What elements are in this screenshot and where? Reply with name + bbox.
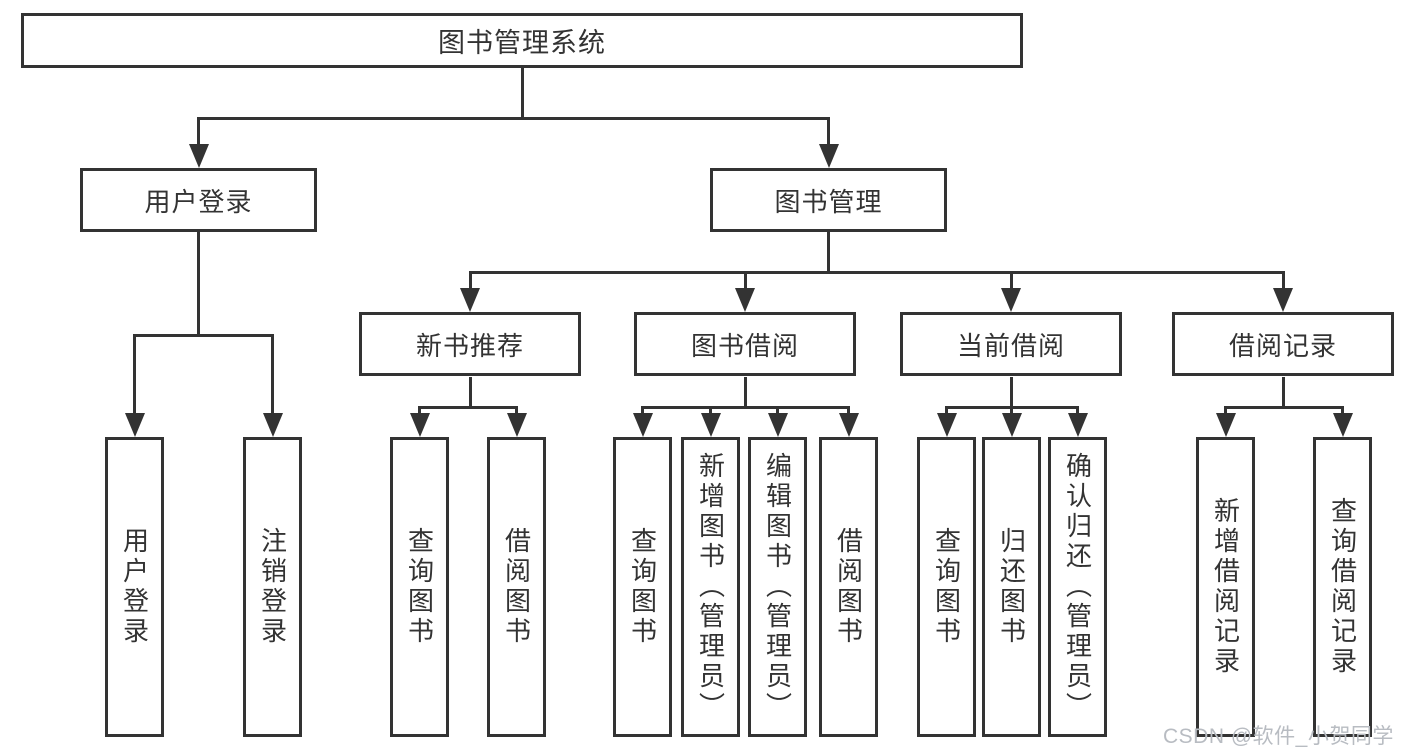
connector-leaf-login-stub	[133, 334, 136, 418]
node-new-book-recommend: 新书推荐	[359, 312, 581, 376]
connector-bb-stub-4	[847, 406, 850, 419]
connector-bb-rail	[641, 406, 850, 409]
connector-bb-stub-1	[641, 406, 644, 419]
leaf-borrow-book-2-label: 借阅图书	[833, 527, 864, 647]
connector-br-stem	[1281, 377, 1285, 408]
arrowhead-br-query	[1332, 413, 1353, 437]
connector-cb-stub-1	[945, 406, 948, 419]
arrowhead-bb-edit	[767, 413, 788, 437]
connector-book-mgmt-stem	[827, 232, 830, 274]
leaf-confirm-return-admin-label: 确认归还（管理员）	[1062, 452, 1093, 722]
connector-cb-stem	[1009, 377, 1013, 408]
connector-book-mgmt-stub	[827, 117, 830, 150]
connector-br-rail	[1224, 406, 1344, 409]
leaf-return-book: 归还图书	[982, 437, 1041, 737]
leaf-edit-book-admin-label: 编辑图书（管理员）	[762, 452, 793, 722]
arrowhead-br-add	[1215, 413, 1236, 437]
arrowhead-nb-query	[409, 413, 430, 437]
connector-bb-stem	[743, 377, 747, 408]
leaf-confirm-return-admin: 确认归还（管理员）	[1048, 437, 1107, 737]
arrowhead-cb-query	[936, 413, 957, 437]
leaf-query-book-3-label: 查询图书	[931, 527, 962, 647]
leaf-user-login: 用户登录	[105, 437, 164, 737]
connector-nb-stub-1	[418, 406, 421, 419]
leaf-add-book-admin-label: 新增图书（管理员）	[695, 452, 726, 722]
connector-l3-stub-4	[1281, 271, 1285, 293]
connector-nb-rail	[418, 406, 518, 409]
connector-level3-rail	[468, 271, 1285, 274]
leaf-query-book-1-label: 查询图书	[404, 527, 435, 647]
leaf-borrow-book-1-label: 借阅图书	[501, 527, 532, 647]
arrowhead-cb-confirm	[1067, 413, 1088, 437]
connector-user-login-stub	[197, 117, 200, 150]
leaf-add-borrow-record-label: 新增借阅记录	[1210, 497, 1241, 677]
node-root: 图书管理系统	[21, 13, 1023, 68]
arrowhead-bb-add	[700, 413, 721, 437]
node-current-borrow: 当前借阅	[900, 312, 1122, 376]
leaf-query-book-2: 查询图书	[613, 437, 672, 737]
arrowhead-book-borrow	[735, 288, 755, 312]
leaf-logout-label: 注销登录	[257, 527, 288, 647]
arrowhead-nb-borrow	[506, 413, 527, 437]
leaf-query-borrow-record-label: 查询借阅记录	[1327, 497, 1358, 677]
connector-user-login-rail	[133, 334, 274, 337]
connector-cb-stub-2	[1010, 406, 1013, 419]
node-borrow-record: 借阅记录	[1172, 312, 1394, 376]
connector-bb-stub-2	[709, 406, 712, 419]
connector-root-stem	[520, 68, 524, 120]
arrowhead-borrow-record	[1273, 288, 1293, 312]
arrowhead-bb-borrow	[838, 413, 859, 437]
node-book-management: 图书管理	[710, 168, 947, 232]
arrowhead-new-book-recommend	[460, 288, 480, 312]
leaf-add-book-admin: 新增图书（管理员）	[681, 437, 740, 737]
connector-br-stub-2	[1341, 406, 1344, 419]
leaf-add-borrow-record: 新增借阅记录	[1196, 437, 1255, 737]
arrowhead-user-login	[188, 144, 209, 168]
connector-level2-rail	[197, 117, 830, 120]
arrowhead-cb-return	[1001, 413, 1022, 437]
leaf-return-book-label: 归还图书	[996, 527, 1027, 647]
leaf-query-book-3: 查询图书	[917, 437, 976, 737]
arrowhead-leaf-login	[124, 413, 145, 437]
connector-nb-stem	[468, 377, 472, 408]
csdn-watermark: CSDN @软件_小贺同学	[1163, 725, 1394, 747]
arrowhead-current-borrow	[1001, 288, 1021, 312]
connector-nb-stub-2	[515, 406, 518, 419]
arrowhead-bb-query	[632, 413, 653, 437]
leaf-logout: 注销登录	[243, 437, 302, 737]
node-user-login: 用户登录	[80, 168, 317, 232]
connector-l3-stub-2	[743, 271, 747, 293]
connector-user-login-stem	[197, 232, 200, 337]
leaf-borrow-book-1: 借阅图书	[487, 437, 546, 737]
arrowhead-book-mgmt	[818, 144, 839, 168]
node-book-borrow: 图书借阅	[634, 312, 856, 376]
leaf-query-book-2-label: 查询图书	[627, 527, 658, 647]
connector-cb-stub-3	[1076, 406, 1079, 419]
connector-bb-stub-3	[776, 406, 779, 419]
leaf-edit-book-admin: 编辑图书（管理员）	[748, 437, 807, 737]
leaf-query-book-1: 查询图书	[390, 437, 449, 737]
connector-br-stub-1	[1224, 406, 1227, 419]
leaf-user-login-label: 用户登录	[119, 527, 150, 647]
arrowhead-leaf-logout	[262, 413, 283, 437]
connector-leaf-logout-stub	[271, 334, 274, 418]
leaf-borrow-book-2: 借阅图书	[819, 437, 878, 737]
connector-l3-stub-1	[468, 271, 472, 293]
connector-l3-stub-3	[1009, 271, 1013, 293]
leaf-query-borrow-record: 查询借阅记录	[1313, 437, 1372, 737]
